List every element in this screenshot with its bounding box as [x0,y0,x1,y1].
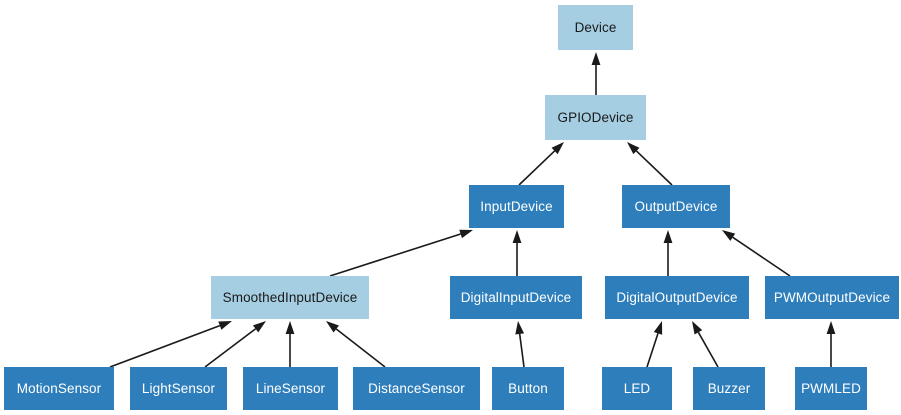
inheritance-edge-lightsensor-to-smoothedinputdevice [204,321,266,368]
inheritance-edge-pwmoutputdevice-to-outputdevice [722,230,791,277]
class-node-led[interactable]: LED [602,367,672,410]
class-node-label: Device [574,19,617,35]
inheritance-edge-linesensor-to-smoothedinputdevice [285,321,295,367]
class-node-label: Button [508,380,548,396]
inheritance-edge-motionsensor-to-smoothedinputdevice [109,321,232,368]
class-node-label: PWMLED [801,380,861,396]
inheritance-edge-button-to-digitalinputdevice [515,321,525,368]
inheritance-edge-outputdevice-to-gpiodevice [627,142,673,186]
class-node-motionsensor[interactable]: MotionSensor [4,367,114,410]
class-node-pwmled[interactable]: PWMLED [795,367,867,410]
inheritance-edge-pwmled-to-pwmoutputdevice [826,321,836,367]
inheritance-edge-distancesensor-to-smoothedinputdevice [326,321,386,368]
class-node-button[interactable]: Button [492,367,564,410]
class-node-label: OutputDevice [634,198,718,214]
class-node-label: DistanceSensor [368,380,465,396]
class-node-gpiodevice[interactable]: GPIODevice [545,95,646,140]
inheritance-edge-smoothedinputdevice-to-inputdevice [329,229,473,277]
inheritance-edge-buzzer-to-digitaloutputdevice [692,321,719,368]
class-node-device[interactable]: Device [558,5,633,50]
inheritance-edge-gpiodevice-to-device [591,52,601,95]
class-node-label: MotionSensor [16,380,102,396]
class-node-label: DigitalOutputDevice [616,289,738,305]
class-node-label: PWMOutputDevice [773,289,891,305]
class-node-label: GPIODevice [557,109,634,125]
class-node-digitalinputdevice[interactable]: DigitalInputDevice [450,276,582,319]
inheritance-edge-led-to-digitaloutputdevice [646,321,663,368]
class-node-label: LightSensor [141,380,216,396]
class-node-linesensor[interactable]: LineSensor [243,367,338,410]
class-node-inputdevice[interactable]: InputDevice [469,185,564,228]
inheritance-edge-inputdevice-to-gpiodevice [518,142,564,186]
class-node-smoothedinputdevice[interactable]: SmoothedInputDevice [211,276,369,319]
class-node-lightsensor[interactable]: LightSensor [130,367,227,410]
class-node-label: DigitalInputDevice [460,289,572,305]
class-node-label: Buzzer [707,380,751,396]
class-node-buzzer[interactable]: Buzzer [693,367,765,410]
class-node-label: LED [623,380,651,396]
class-node-distancesensor[interactable]: DistanceSensor [353,367,480,410]
class-node-label: InputDevice [480,198,553,214]
class-node-label: SmoothedInputDevice [222,289,358,305]
inheritance-edge-digitalinputdevice-to-inputdevice [512,230,522,276]
class-node-pwmoutputdevice[interactable]: PWMOutputDevice [765,276,899,319]
class-node-outputdevice[interactable]: OutputDevice [622,185,730,228]
class-node-digitaloutputdevice[interactable]: DigitalOutputDevice [605,276,749,319]
inheritance-edge-digitaloutputdevice-to-outputdevice [663,230,673,276]
class-node-label: LineSensor [255,380,326,396]
